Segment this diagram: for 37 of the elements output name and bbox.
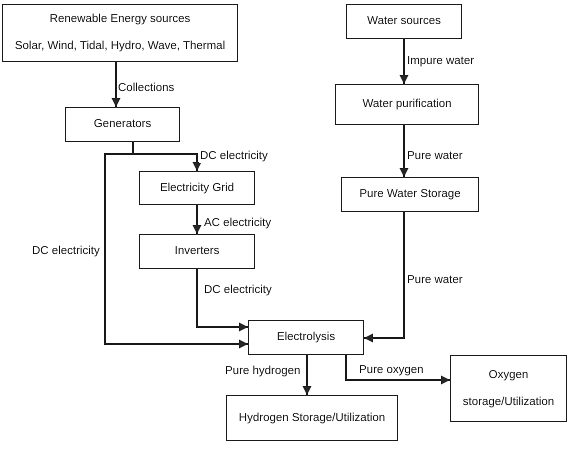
arrow <box>302 355 312 395</box>
edge-label: Impure water <box>406 55 476 68</box>
edge-label: Pure hydrogen <box>224 365 302 378</box>
arrow <box>104 142 248 348</box>
edge-label: Pure oxygen <box>358 364 425 377</box>
box-label: Electricity Grid <box>160 182 234 194</box>
arrow <box>112 62 120 107</box>
box-title: Renewable Energy sources <box>50 13 190 26</box>
edge-label: DC electricity <box>31 245 101 258</box>
edge-label: DC electricity <box>199 150 269 163</box>
process-box <box>2 4 238 62</box>
process-box <box>341 177 479 212</box>
box-label: Electrolysis <box>276 331 336 344</box>
process-box <box>226 395 398 441</box>
box-label: Oxygen storage/Utilization <box>462 368 556 410</box>
box-label: Solar, Wind, Tidal, Hydro, Wave, Thermal <box>14 40 226 53</box>
box-label: Water purification <box>362 98 452 111</box>
process-box <box>450 355 567 422</box>
box-label: Hydrogen Storage/Utilization <box>238 412 386 424</box>
process-box <box>335 84 479 125</box>
arrow <box>192 205 202 234</box>
arrow <box>345 355 450 384</box>
process-box <box>65 107 180 142</box>
box-label: Water sources <box>367 15 441 28</box>
arrow <box>196 269 248 332</box>
edge-label: AC electricity <box>203 217 272 230</box>
process-box <box>139 171 255 205</box>
process-box <box>248 320 364 355</box>
arrow <box>364 212 405 342</box>
box-label: Generators <box>94 118 152 131</box>
box-label: Pure Water Storage <box>359 188 461 201</box>
arrow <box>400 125 408 177</box>
box-label: Inverters <box>174 245 220 258</box>
process-box <box>346 4 462 39</box>
edge-label: DC electricity <box>203 284 273 297</box>
process-box <box>139 234 255 269</box>
arrow <box>400 39 408 84</box>
